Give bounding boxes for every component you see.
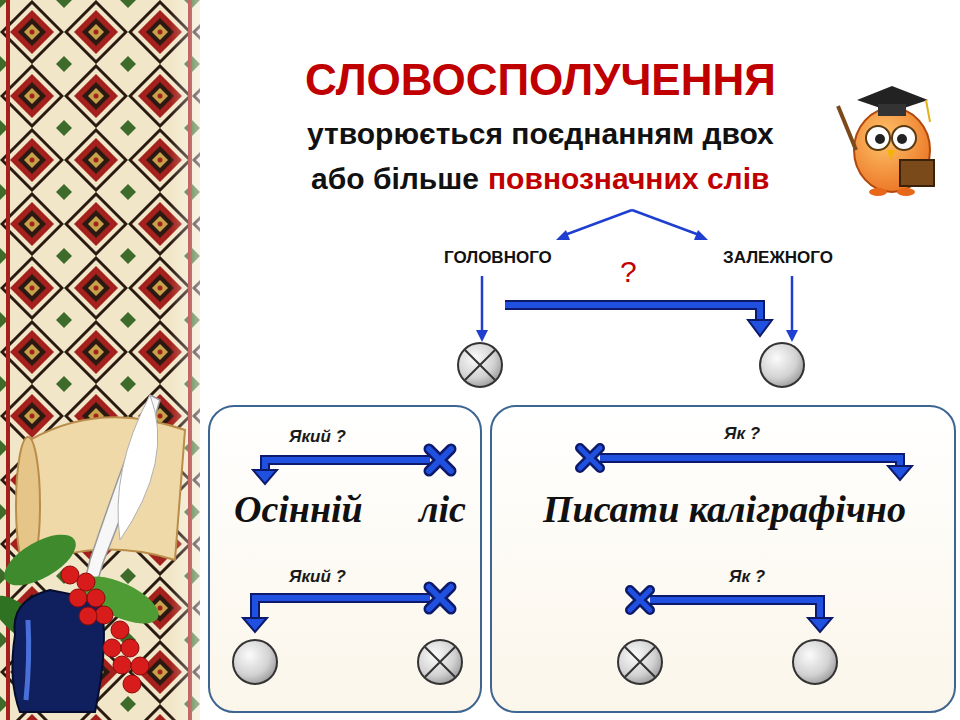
question-label: Як ? bbox=[729, 568, 765, 586]
crossed-circle bbox=[458, 343, 502, 387]
subtitle-line: утворюється поєднанням двох bbox=[307, 118, 774, 150]
role-label: ЗАЛЕЖНОГО bbox=[723, 249, 833, 267]
question-label: Який ? bbox=[289, 568, 346, 586]
example-word: Осінній bbox=[234, 490, 363, 530]
question-label: Як ? bbox=[724, 425, 760, 443]
slide-title: СЛОВОСПОЛУЧЕННЯ bbox=[305, 57, 776, 103]
role-label: ГОЛОВНОГО bbox=[444, 249, 552, 267]
question-label: Який ? bbox=[289, 428, 346, 446]
panel-fill bbox=[208, 405, 482, 713]
panel-fill bbox=[490, 405, 956, 713]
example-panel: Як ? Писати каліграфічно Як ? bbox=[490, 405, 956, 713]
panel-circles bbox=[233, 640, 837, 684]
thick-arrow bbox=[505, 305, 772, 336]
example-phrase: Писати каліграфічно bbox=[543, 490, 906, 530]
panel-arrows bbox=[243, 458, 912, 632]
example-word: ліс bbox=[419, 490, 466, 530]
plain-circle bbox=[760, 343, 804, 387]
branch-arrows bbox=[482, 210, 792, 330]
example-panel: Який ?ОсіннійлісЯкий ? bbox=[208, 405, 482, 713]
question-mark: ? bbox=[620, 256, 637, 288]
subtitle-emphasis: повнозначних слів bbox=[488, 163, 769, 195]
owl-illustration bbox=[838, 86, 934, 196]
subtitle-line: або більше bbox=[311, 163, 479, 195]
still-life bbox=[0, 395, 185, 712]
